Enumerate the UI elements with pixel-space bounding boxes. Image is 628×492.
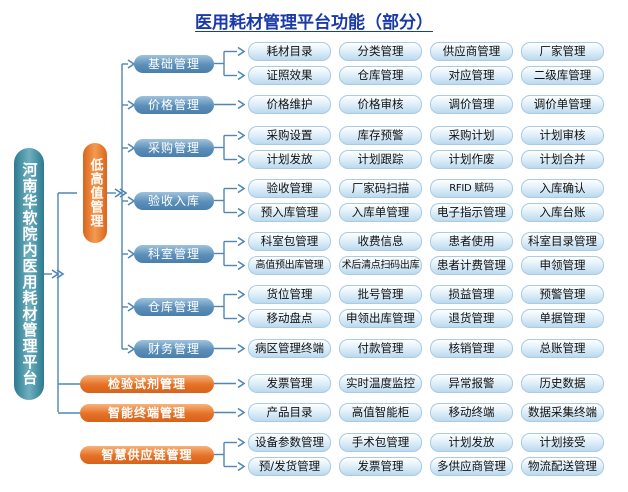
arrow-icon — [237, 313, 246, 324]
function-item: 收费信息 — [339, 232, 422, 251]
arrow-icon — [237, 378, 246, 389]
arrow-icon — [237, 289, 246, 300]
function-item: 计划接受 — [521, 433, 604, 452]
function-item: 入库单管理 — [339, 203, 422, 222]
function-item: 入库台账 — [521, 203, 604, 222]
double-arrow-icon — [56, 269, 65, 279]
function-item: 科室包管理 — [248, 232, 331, 251]
function-item: 预入库管理 — [248, 203, 331, 222]
arrow-icon — [237, 130, 246, 141]
arrow-icon — [237, 461, 246, 472]
function-item: 损益管理 — [430, 285, 513, 304]
function-item: 异常报警 — [430, 374, 513, 393]
function-item: 供应商管理 — [430, 42, 513, 61]
function-item: 采购设置 — [248, 126, 331, 145]
function-item: 高值预出库管理 — [248, 256, 331, 275]
function-item: 核销管理 — [430, 339, 513, 358]
category-4: 科室管理 — [134, 245, 214, 263]
low-high-value-node: 低高值管理 — [83, 143, 107, 243]
function-item: 退货管理 — [430, 309, 513, 328]
function-item: 计划合并 — [521, 150, 604, 169]
function-item: 计划跟踪 — [339, 150, 422, 169]
double-arrow-icon — [114, 188, 123, 198]
function-item: 数据采集终端 — [521, 403, 604, 422]
arrow-icon — [237, 207, 246, 218]
function-item: 科室目录管理 — [521, 232, 604, 251]
root-platform-node: 河南华软院内医用耗材管理平台 — [14, 148, 44, 400]
function-item: 设备参数管理 — [248, 433, 331, 452]
category-2: 采购管理 — [134, 139, 214, 157]
arrow-icon — [237, 46, 246, 57]
double-arrow-icon — [51, 269, 60, 279]
function-item: 库存预警 — [339, 126, 422, 145]
category-0: 基础管理 — [134, 55, 214, 73]
function-item: 厂家管理 — [521, 42, 604, 61]
function-item: 批号管理 — [339, 285, 422, 304]
category-7: 检验试剂管理 — [80, 375, 214, 393]
arrow-icon — [237, 183, 246, 194]
function-item: 患者计费管理 — [430, 256, 513, 275]
function-item: 采购计划 — [430, 126, 513, 145]
function-item: 产品目录 — [248, 403, 331, 422]
arrow-icon — [237, 437, 246, 448]
function-item: 耗材目录 — [248, 42, 331, 61]
category-9: 智慧供应链管理 — [80, 446, 214, 464]
function-item: 移动终端 — [430, 403, 513, 422]
function-item: 病区管理终端 — [248, 339, 331, 358]
function-item: 术后清点扫码出库 — [339, 256, 422, 275]
function-item: 对应管理 — [430, 66, 513, 85]
function-item: 申领管理 — [521, 256, 604, 275]
function-item: 预/发货管理 — [248, 457, 331, 476]
arrow-icon — [237, 154, 246, 165]
function-item: 厂家码扫描 — [339, 179, 422, 198]
function-item: 历史数据 — [521, 374, 604, 393]
arrow-icon — [237, 236, 246, 247]
function-item: 高值智能柜 — [339, 403, 422, 422]
function-item: 计划作废 — [430, 150, 513, 169]
function-item: 预警管理 — [521, 285, 604, 304]
function-item: 验收管理 — [248, 179, 331, 198]
arrow-icon — [237, 99, 246, 110]
function-item: 计划审核 — [521, 126, 604, 145]
function-item: 实时温度监控 — [339, 374, 422, 393]
function-item: 二级库管理 — [521, 66, 604, 85]
function-item: 调价管理 — [430, 95, 513, 114]
double-arrow-icon — [119, 188, 128, 198]
function-item: 计划发放 — [248, 150, 331, 169]
arrow-icon — [237, 70, 246, 81]
function-item: 仓库管理 — [339, 66, 422, 85]
function-item: 证照效果 — [248, 66, 331, 85]
function-item: 发票管理 — [248, 374, 331, 393]
function-item: 分类管理 — [339, 42, 422, 61]
function-item: 调价单管理 — [521, 95, 604, 114]
function-item: 发票管理 — [339, 457, 422, 476]
function-item: 计划发放 — [430, 433, 513, 452]
function-item: 价格审核 — [339, 95, 422, 114]
category-3: 验收入库 — [134, 192, 214, 210]
function-item: 电子指示管理 — [430, 203, 513, 222]
function-item: 多供应商管理 — [430, 457, 513, 476]
function-item: 申领出库管理 — [339, 309, 422, 328]
arrow-icon — [237, 343, 246, 354]
function-item: 移动盘点 — [248, 309, 331, 328]
category-5: 仓库管理 — [134, 298, 214, 316]
category-1: 价格管理 — [134, 96, 214, 114]
function-item: 物流配送管理 — [521, 457, 604, 476]
function-item: 手术包管理 — [339, 433, 422, 452]
function-item: 单据管理 — [521, 309, 604, 328]
function-item: 货位管理 — [248, 285, 331, 304]
function-item: 患者使用 — [430, 232, 513, 251]
category-8: 智能终端管理 — [80, 404, 214, 422]
function-item: 总账管理 — [521, 339, 604, 358]
page-title: 医用耗材管理平台功能（部分） — [195, 13, 433, 33]
arrow-icon — [237, 407, 246, 418]
category-6: 财务管理 — [134, 340, 214, 358]
function-item: 付款管理 — [339, 339, 422, 358]
function-item: 入库确认 — [521, 179, 604, 198]
function-item: 价格维护 — [248, 95, 331, 114]
arrow-icon — [237, 260, 246, 271]
function-item: RFID 赋码 — [430, 179, 513, 198]
